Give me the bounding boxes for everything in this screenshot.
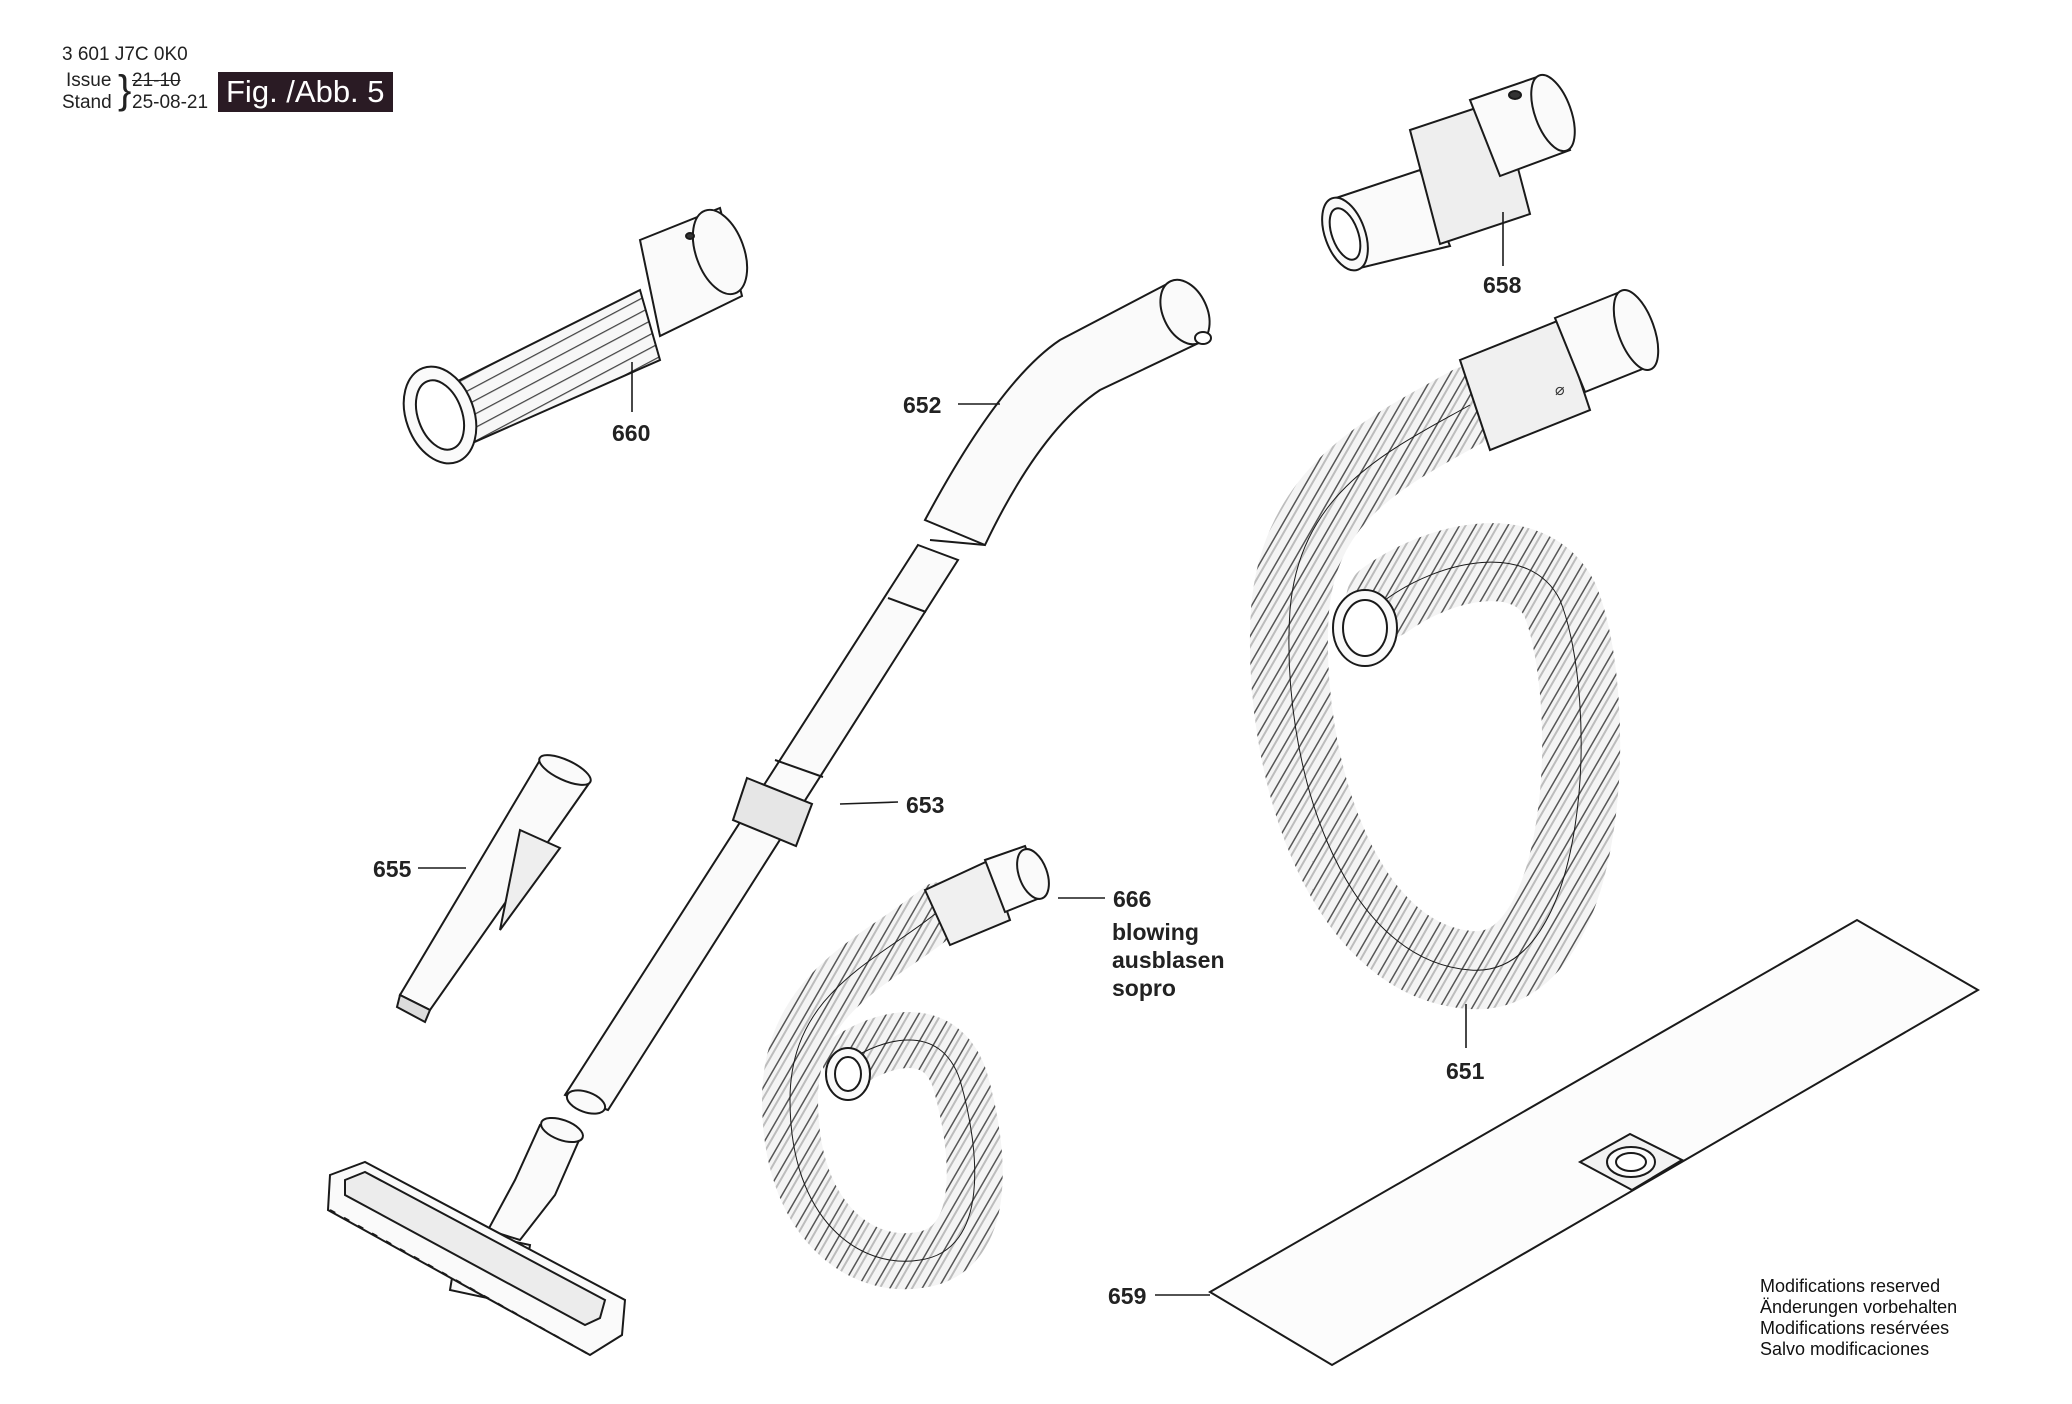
modifications-de: Änderungen vorbehalten <box>1760 1297 1958 1317</box>
callout-660: 660 <box>612 420 651 446</box>
issue-old-date: 21-10 <box>132 70 181 91</box>
part-666-blowing-hose <box>761 844 1050 1290</box>
part-653-extension-tube <box>563 543 960 1115</box>
callout-652: 652 <box>903 392 942 418</box>
part-652-handle <box>923 278 1212 547</box>
part-number: 3 601 J7C 0K0 <box>62 44 188 65</box>
callout-659: 659 <box>1108 1283 1147 1309</box>
part-651-suction-hose: ⌀ <box>1249 289 1660 1010</box>
modifications-es: Salvo modificaciones <box>1760 1339 1930 1359</box>
blowing-note-en: blowing <box>1112 919 1199 945</box>
modifications-notice: Modifications reserved Änderungen vorbeh… <box>1760 1276 1957 1360</box>
floor-nozzle <box>326 1116 627 1357</box>
modifications-fr: Modifications resérvées <box>1760 1318 1950 1338</box>
callout-651: 651 <box>1446 1058 1485 1084</box>
issue-date: 25-08-21 <box>132 92 209 113</box>
part-658-adapter <box>1321 73 1576 272</box>
bracket-icon: } <box>118 68 132 112</box>
leader-lines <box>418 212 1504 1296</box>
callout-655: 655 <box>373 856 412 882</box>
modifications-en: Modifications reserved <box>1760 1276 1941 1296</box>
issue-label: Issue <box>66 70 112 91</box>
stand-label: Stand <box>62 92 112 113</box>
blowing-note-pt: sopro <box>1112 975 1176 1001</box>
svg-text:⌀: ⌀ <box>1555 380 1565 399</box>
figure-badge: Fig. /Abb. 5 <box>218 72 393 112</box>
part-655-crevice-nozzle <box>395 754 592 1024</box>
callout-658: 658 <box>1483 272 1522 298</box>
blowing-note: blowing ausblasen sopro <box>1112 918 1225 1002</box>
blowing-note-de: ausblasen <box>1112 947 1225 973</box>
callout-666: 666 <box>1113 886 1152 912</box>
part-659-filter-bag <box>1208 918 1980 1367</box>
part-660-adapter-hose <box>402 206 749 465</box>
callout-653: 653 <box>906 792 945 818</box>
